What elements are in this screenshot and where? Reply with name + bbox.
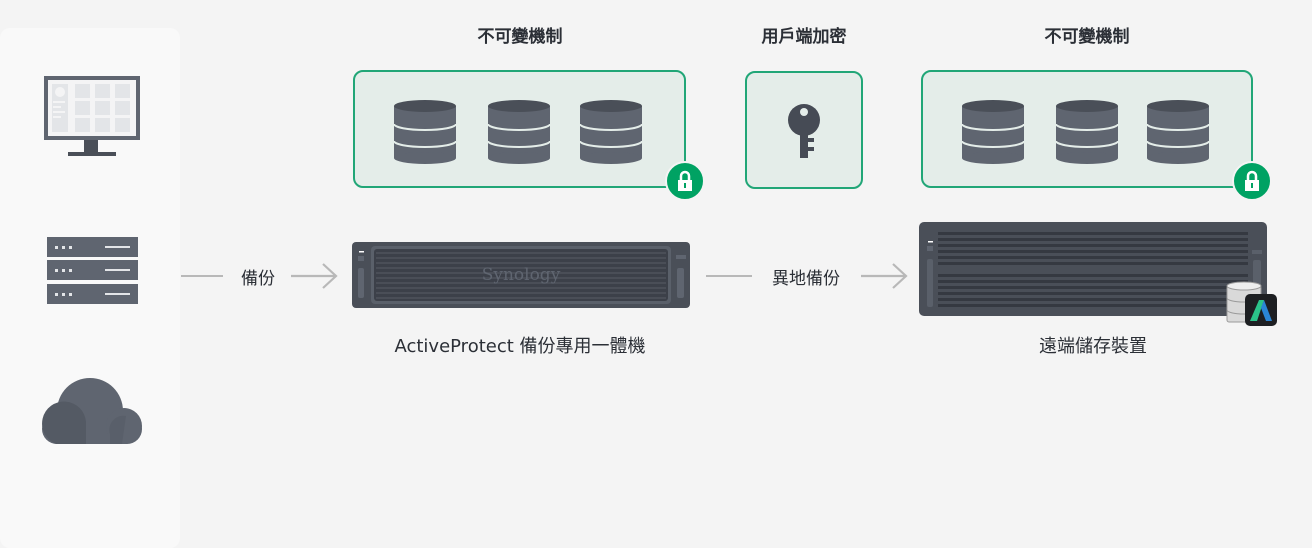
- database-icon: [961, 99, 1025, 165]
- key-icon: [788, 104, 820, 158]
- appliance-caption: ActiveProtect 備份專用一體機: [394, 336, 646, 357]
- database-icon: [1055, 99, 1119, 165]
- lock-icon: [678, 170, 692, 191]
- database-icon: [579, 99, 643, 165]
- arrow-right-icon: [291, 263, 338, 289]
- database-icon: [1146, 99, 1210, 165]
- encryption-label: 用戶端加密: [761, 27, 847, 47]
- lock-badge-1: [665, 161, 705, 201]
- server-rack-icon: [47, 237, 138, 304]
- offsite-backup-label: 異地備份: [772, 269, 840, 289]
- arrow-right-icon: [861, 263, 908, 289]
- remote-storage-caption: 遠端儲存裝置: [1039, 336, 1147, 357]
- database-icon: [487, 99, 551, 165]
- synology-logo: Synology: [482, 265, 561, 285]
- database-icons: [393, 99, 1210, 165]
- backup-line: [181, 275, 223, 277]
- activeprotect-appliance: Synology: [352, 242, 690, 308]
- lock-icon: [1245, 170, 1259, 191]
- cloud-icon: [42, 378, 142, 444]
- lock-badge-2: [1232, 161, 1272, 201]
- immutable-label-2: 不可變機制: [1044, 27, 1130, 47]
- activeprotect-app-icon: [1226, 281, 1277, 326]
- immutable-label-1: 不可變機制: [477, 27, 563, 47]
- backup-label: 備份: [241, 269, 275, 289]
- remote-storage-device: [919, 222, 1267, 316]
- database-icon: [393, 99, 457, 165]
- offsite-line: [706, 275, 752, 277]
- desktop-computer-icon: [44, 76, 140, 156]
